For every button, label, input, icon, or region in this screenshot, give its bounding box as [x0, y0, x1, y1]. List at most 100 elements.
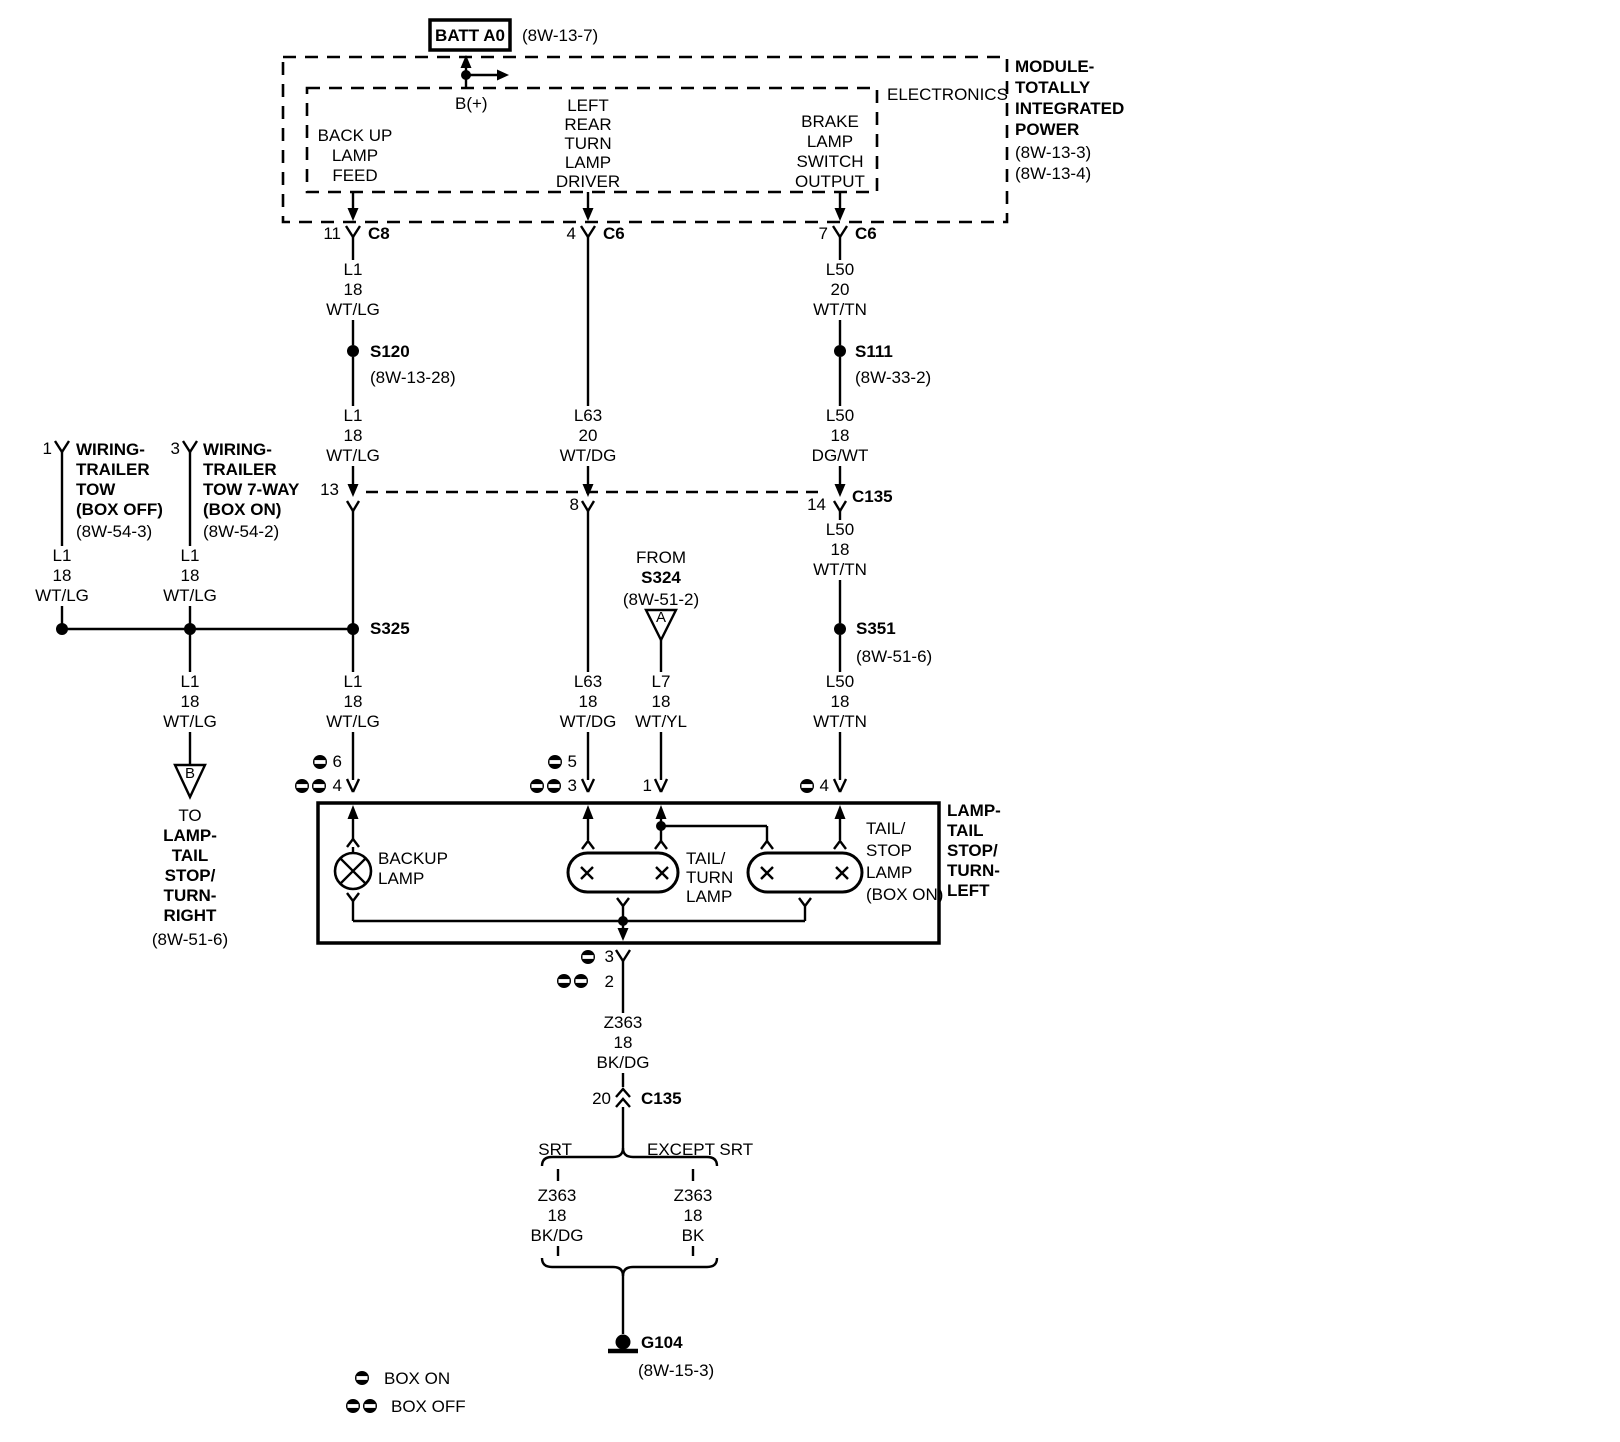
splice-s351-ref: (8W-51-6) [856, 647, 933, 666]
splice-s111-ref: (8W-33-2) [855, 368, 932, 387]
right-arrowhead [497, 69, 509, 81]
lamp-box-title: LAMP- TAIL STOP/ TURN- LEFT [947, 801, 1001, 900]
s324-name: S324 [641, 568, 681, 587]
wire-label: L1 18 WT/LG [160, 672, 220, 732]
signal-branch [659, 824, 769, 841]
pin-turn-off: 3 [567, 776, 577, 795]
splice-s351-name: S351 [856, 619, 896, 638]
trailer-forks [53, 440, 199, 453]
connector-c6-turn-name: C6 [603, 224, 625, 243]
wire-label: L1 18 WT/LG [32, 546, 92, 606]
module-output-backup: BACK UP LAMP FEED [317, 126, 393, 185]
c135-ground-pin: 20 [592, 1089, 611, 1108]
module-refs: (8W-13-3) (8W-13-4) [1015, 143, 1092, 183]
wire-label: Z363 18 BK/DG [527, 1186, 587, 1246]
s324-letter: A [655, 609, 667, 626]
pin-out-on: 3 [604, 947, 614, 966]
ground-fork [614, 949, 632, 962]
b-letter: B [184, 765, 196, 782]
connector-c6-brake-pin: 7 [818, 224, 828, 243]
wire-label: L50 18 WT/TN [810, 672, 870, 732]
pin-backup-off: 4 [332, 776, 342, 795]
wire-label: L1 18 WT/LG [160, 546, 220, 606]
s324-from: FROM [635, 548, 687, 567]
module-output-turn: LEFT REAR TURN LAMP DRIVER [555, 96, 621, 191]
module-output-arrows [347, 192, 846, 221]
c135-pin-turn: 8 [569, 495, 579, 514]
variant-srt: SRT [538, 1140, 572, 1159]
wire-label: L50 18 WT/TN [810, 520, 870, 580]
variant-except-srt: EXCEPT SRT [647, 1140, 754, 1159]
splice-s351-dot [834, 623, 846, 635]
connector-c6-turn-pin: 4 [566, 224, 576, 243]
trailer-on-label: WIRING- TRAILER TOW 7-WAY (BOX ON) [203, 440, 300, 519]
legend-box-off: BOX OFF [391, 1397, 466, 1416]
battery-box [428, 18, 512, 52]
tail-stop-lamp-label: TAIL/ STOP LAMP (BOX ON) [866, 819, 944, 904]
module-box [281, 55, 1009, 224]
splice-s120-ref: (8W-13-28) [370, 368, 456, 387]
trailer-on-pin: 3 [170, 439, 180, 458]
pin-symbols [293, 753, 816, 1415]
splice-s120-name: S120 [370, 342, 410, 361]
junction-dot [56, 623, 68, 635]
lamp-return-lines [353, 897, 812, 941]
variant-split-braces [540, 1147, 719, 1277]
wire-label: L50 18 DG/WT [808, 406, 872, 466]
right-lamp-dest: LAMP- TAIL STOP/ TURN- RIGHT [163, 826, 217, 925]
lamp-inner-chevrons [346, 837, 847, 850]
c135-pin-backup: 13 [320, 480, 339, 499]
pin-signal: 1 [642, 776, 652, 795]
splice-s325-dot [347, 623, 359, 635]
right-lamp-to: TO [178, 806, 202, 825]
trailer-off-ref: (8W-54-3) [76, 522, 153, 541]
c135-pin-brake: 14 [807, 495, 826, 514]
wire-label: L1 18 WT/LG [323, 406, 383, 466]
c135-arrows-forks [345, 484, 848, 512]
backup-lamp-label: BACKUP LAMP [378, 849, 448, 888]
off-page-b-triangle [173, 763, 207, 800]
wire-label: L1 18 WT/LG [323, 260, 383, 320]
pin-turn-on: 5 [567, 752, 577, 771]
trailer-off-pin: 1 [42, 439, 52, 458]
ground-symbol [608, 1334, 638, 1354]
trailer-on-ref: (8W-54-2) [203, 522, 280, 541]
tail-stop-lamp-symbol [746, 851, 864, 894]
connector-c8-pin: 11 [323, 224, 341, 243]
c135-ground-connector [615, 1087, 631, 1108]
wire-label: L50 20 WT/TN [810, 260, 870, 320]
pin-backup-on: 6 [332, 752, 342, 771]
ground-name: G104 [641, 1333, 683, 1352]
bplus-label: B(+) [455, 94, 488, 113]
off-page-a-triangle [644, 608, 678, 643]
battery-label: BATT A0 [435, 26, 505, 45]
pin-stop: 4 [819, 776, 829, 795]
tail-turn-lamp-symbol [566, 851, 680, 894]
pin-out-off: 2 [604, 972, 614, 991]
lamp-pin-forks [345, 778, 848, 793]
battery-ref: (8W-13-7) [522, 26, 599, 45]
splice-s120-dot [347, 345, 359, 357]
wire-label: Z363 18 BK [670, 1186, 716, 1246]
tail-turn-lamp-label: TAIL/ TURN LAMP [686, 849, 734, 906]
electronics-box [305, 86, 879, 194]
splice-s111-dot [834, 345, 846, 357]
legend-box-on: BOX ON [384, 1369, 451, 1388]
splice-s325-name: S325 [370, 619, 410, 638]
module-name: MODULE- TOTALLY INTEGRATED POWER [1015, 57, 1125, 139]
right-lamp-ref: (8W-51-6) [151, 930, 229, 949]
wire-label: L63 18 WT/DG [556, 672, 620, 732]
connector-c8-name: C8 [368, 224, 390, 243]
connector-forks-top [344, 225, 849, 238]
c135-name: C135 [852, 487, 893, 506]
trailer-off-label: WIRING- TRAILER TOW (BOX OFF) [76, 440, 163, 519]
lamp-entry-arrows [347, 805, 846, 840]
up-arrowhead [460, 55, 472, 68]
module-output-brake: BRAKE LAMP SWITCH OUTPUT [795, 112, 865, 191]
wire-label: L63 20 WT/DG [556, 406, 620, 466]
electronics-label: ELECTRONICS [887, 85, 1008, 104]
wire-label: Z363 18 BK/DG [593, 1013, 653, 1073]
ground-ref: (8W-15-3) [638, 1361, 715, 1380]
